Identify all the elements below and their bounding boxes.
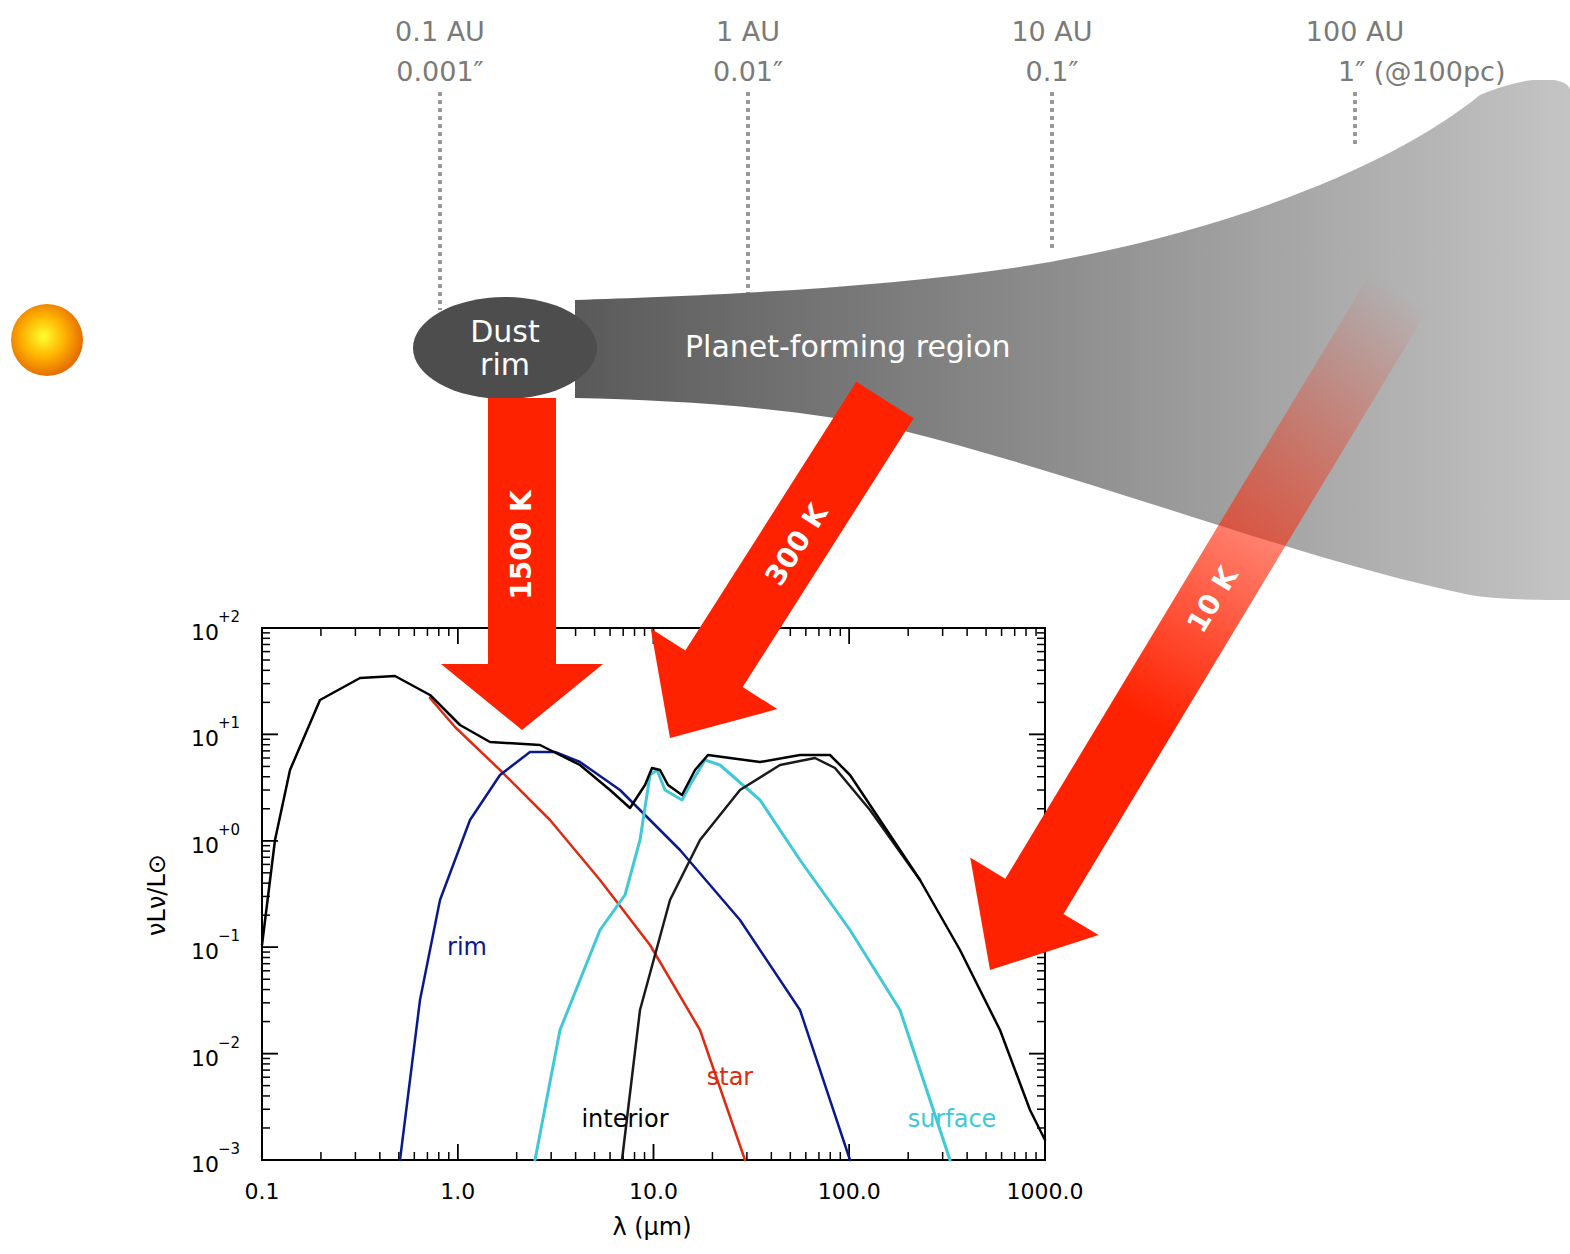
tick-label: 100.0 xyxy=(818,1179,881,1204)
total-curve xyxy=(262,676,1045,1140)
distance-label: 1 AU xyxy=(716,16,780,47)
curve-label: interior xyxy=(581,1106,668,1134)
plot-frame xyxy=(262,628,1045,1160)
distance-label: 100 AU xyxy=(1306,16,1404,47)
rim-curve xyxy=(400,752,850,1160)
star-symbol xyxy=(11,304,83,376)
angle-label: 0.1″ xyxy=(1025,56,1078,87)
temperature-label: 10 K xyxy=(1181,562,1245,639)
tick-label: 10 xyxy=(191,940,219,965)
angle-label: 0.01″ xyxy=(713,56,783,87)
tick-label: 1.0 xyxy=(440,1179,475,1204)
planet-region-arrow xyxy=(651,382,914,738)
temperature-label: 1500 K xyxy=(506,490,538,599)
axis-ticks xyxy=(262,628,1045,1160)
angle-label: 1″ (@100pc) xyxy=(1338,56,1505,87)
tick-exponent: −1 xyxy=(218,929,240,946)
sed-curves xyxy=(262,676,1045,1160)
tick-label: 1000.0 xyxy=(1007,1179,1084,1204)
tick-label: 10 xyxy=(191,1046,219,1071)
tick-exponent: −3 xyxy=(218,1141,240,1158)
distance-label: 0.1 AU xyxy=(395,16,485,47)
interior-curve xyxy=(622,758,920,1160)
curve-label: rim xyxy=(447,934,487,962)
rim-arrow xyxy=(441,398,603,730)
tick-label: 10 xyxy=(191,1152,219,1177)
tick-exponent: +1 xyxy=(218,716,240,733)
temperature-label: 300 K xyxy=(759,498,834,591)
tick-label: 10 xyxy=(191,727,219,752)
axis-title: νLν/L⊙ xyxy=(144,854,172,936)
distance-label: 10 AU xyxy=(1011,16,1092,47)
axis-title: λ (μm) xyxy=(612,1214,691,1242)
tick-label: 10 xyxy=(191,833,219,858)
region-label: Planet-forming region xyxy=(685,330,1011,365)
tick-exponent: −2 xyxy=(218,1035,240,1052)
dust-rim-shape: Dust rim xyxy=(412,295,598,401)
tick-exponent: +0 xyxy=(218,822,240,839)
disk-shape: Planet-forming region xyxy=(575,80,1570,610)
angle-label: 0.001″ xyxy=(396,56,483,87)
tick-label: 0.1 xyxy=(245,1179,280,1204)
region-label: Dust rim xyxy=(450,315,560,381)
curve-label: star xyxy=(707,1064,754,1092)
curve-label: surface xyxy=(908,1106,997,1134)
outer-disk-arrow xyxy=(970,272,1429,970)
tick-label: 10.0 xyxy=(629,1179,678,1204)
surface-curve xyxy=(535,760,950,1160)
tick-exponent: +2 xyxy=(218,609,240,626)
tick-label: 10 xyxy=(191,620,219,645)
